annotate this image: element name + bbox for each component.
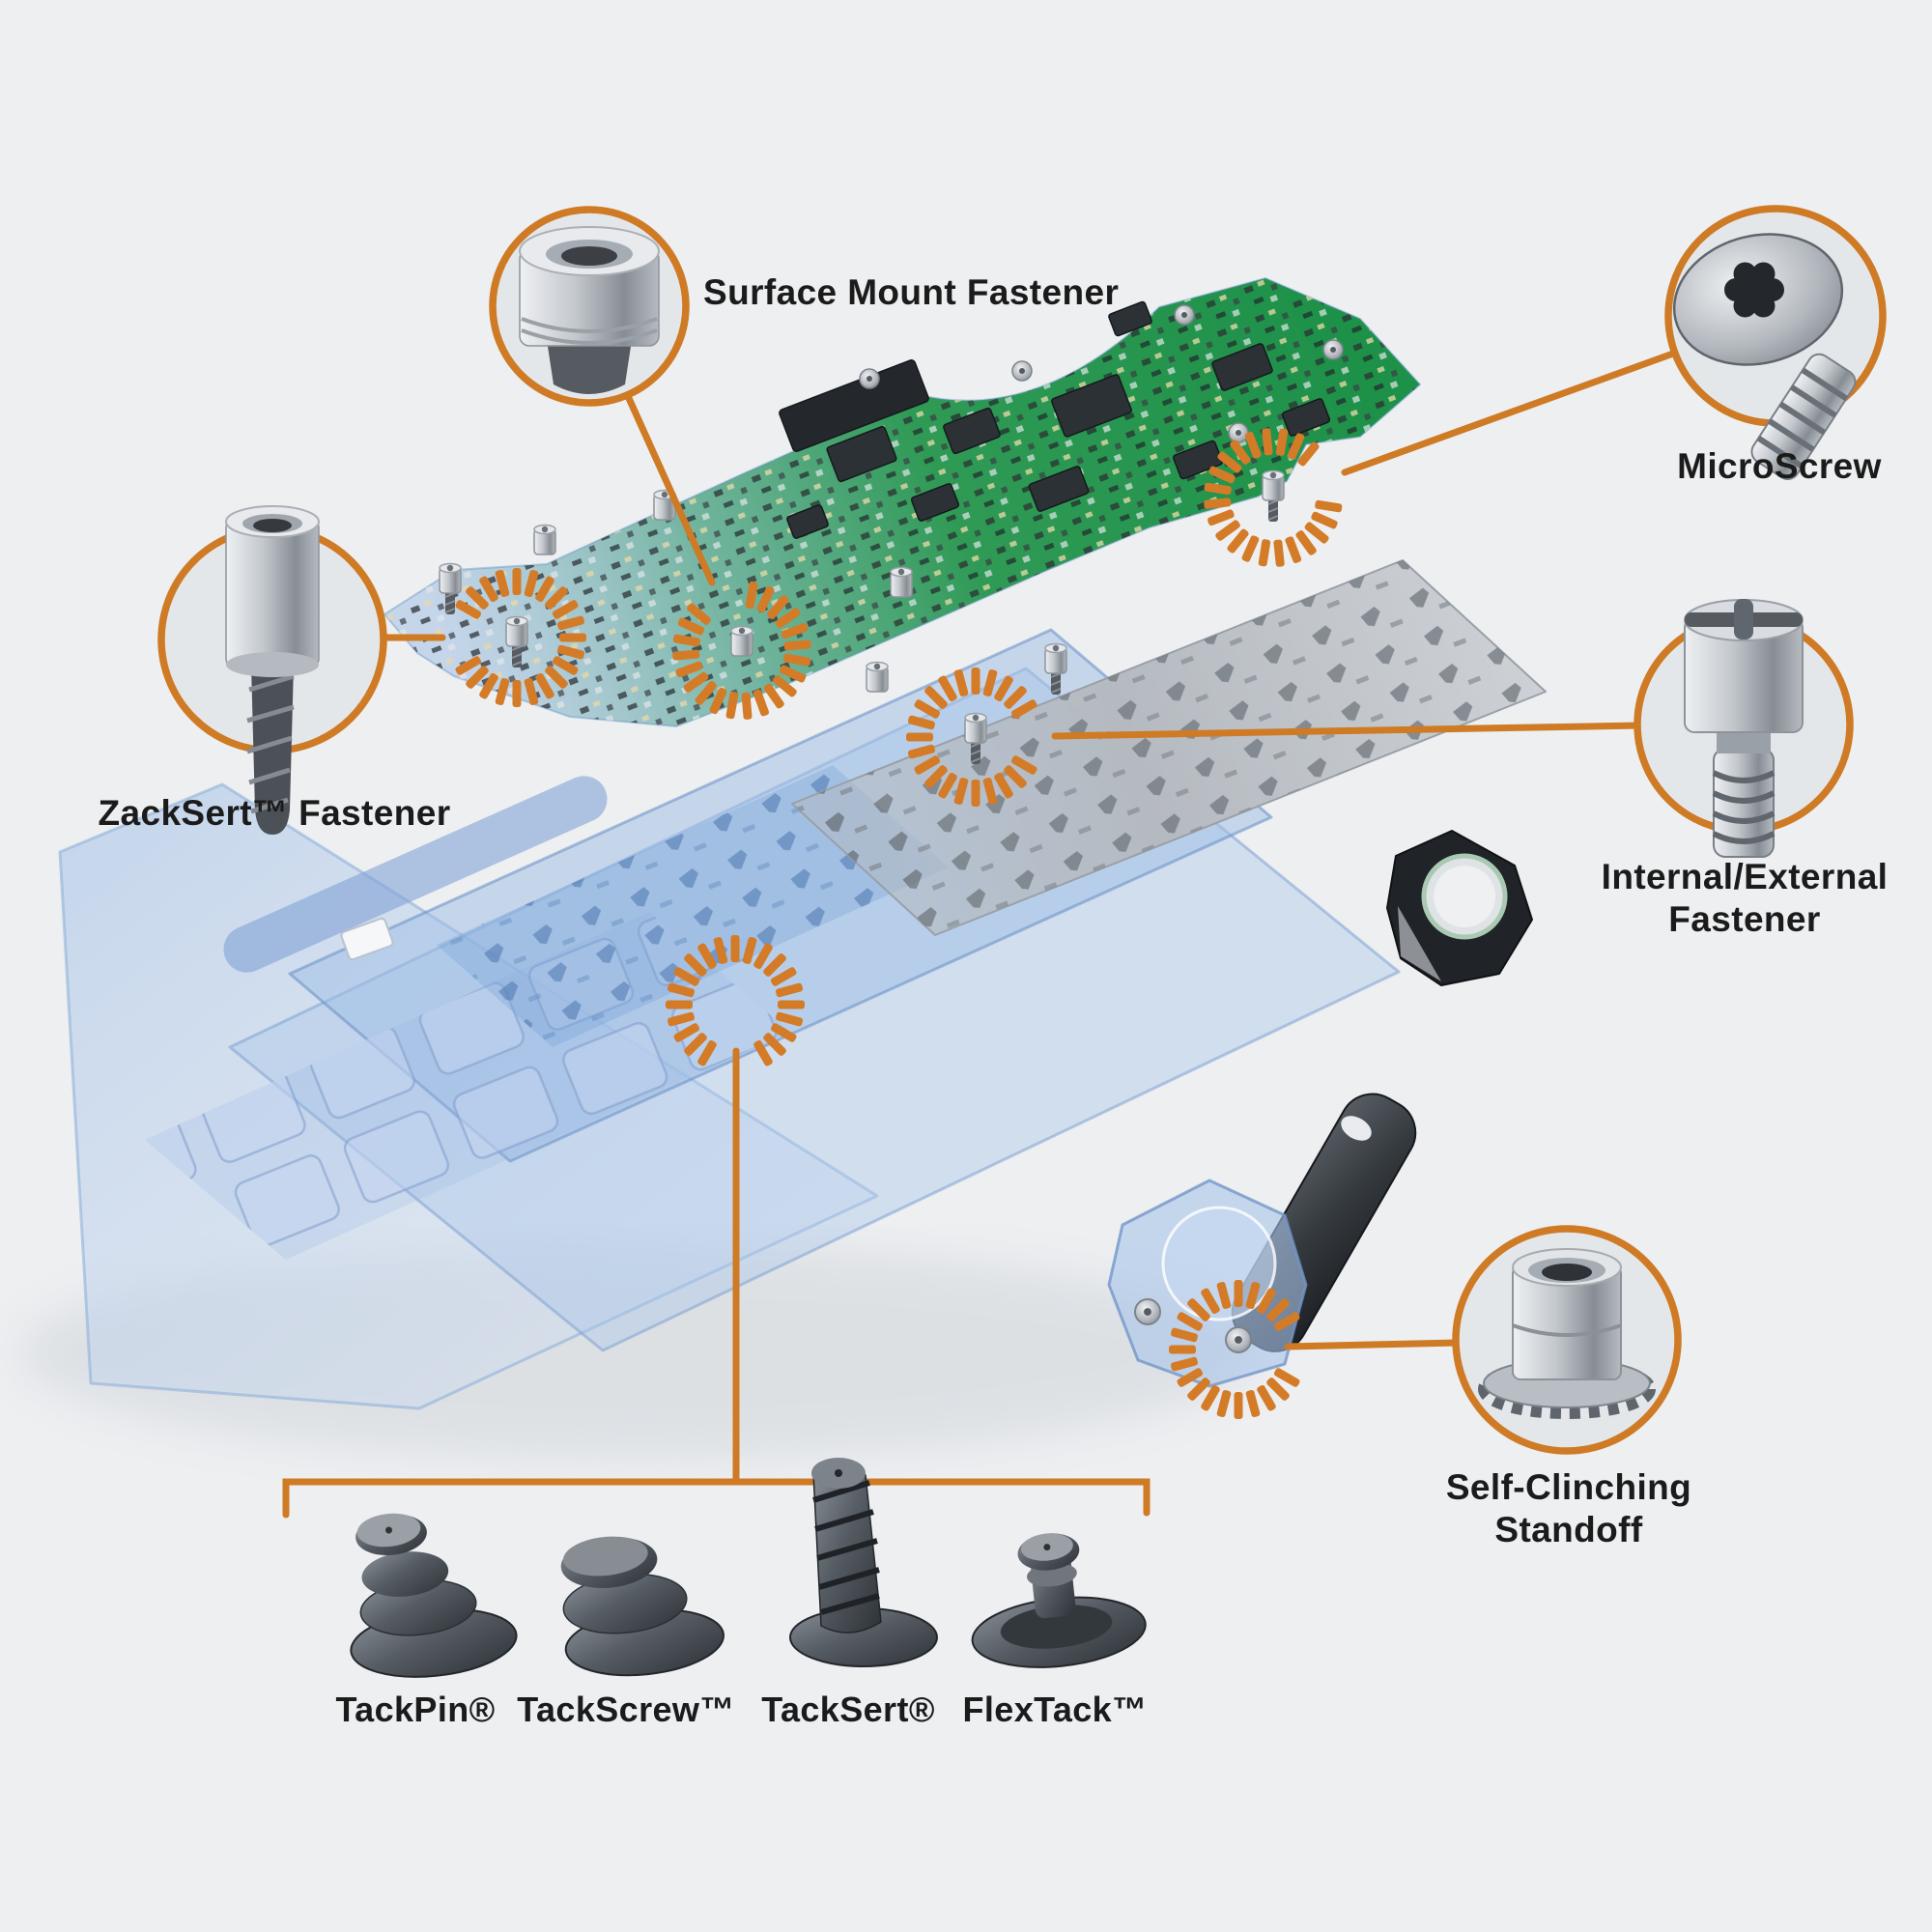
pcb-chips xyxy=(779,300,1331,539)
tacksert-icon xyxy=(789,1458,938,1667)
callout-line-surface-mount xyxy=(624,392,716,586)
label-internal-external-line2: Fastener xyxy=(1668,899,1821,940)
speaker-bracket xyxy=(1386,830,1533,986)
label-flextack: FlexTack™ xyxy=(962,1690,1148,1729)
bracket-screw xyxy=(1134,1298,1161,1325)
callout-line-internal-external xyxy=(1051,722,1643,740)
pcb-components-texture xyxy=(384,278,1420,726)
keyboard-well-hooks xyxy=(437,765,949,1047)
tackpin-icon xyxy=(350,1513,518,1678)
arm-hole xyxy=(1341,1116,1372,1141)
label-self-clinching-line2: Standoff xyxy=(1494,1510,1643,1550)
surface-mount-fastener-icon xyxy=(519,226,660,394)
label-tackscrew: TackScrew™ xyxy=(517,1690,735,1729)
zacksert-fastener-icon xyxy=(225,505,320,835)
label-tacksert: TackSert® xyxy=(761,1690,935,1729)
label-zacksert-fastener: ZackSert™ Fastener xyxy=(98,793,451,833)
label-internal-external-line1: Internal/External xyxy=(1601,857,1889,896)
self-clinching-standoff-icon xyxy=(1478,1248,1656,1419)
tackscrew-icon xyxy=(560,1536,724,1677)
label-internal-external-fastener: Internal/External Fastener xyxy=(1602,856,1889,942)
callout-lines xyxy=(282,350,1677,1519)
flextack-icon xyxy=(971,1533,1147,1668)
torx-recess xyxy=(1724,262,1784,318)
keyboard-metal-plate xyxy=(791,559,1547,936)
microscrew-icon xyxy=(1672,233,1857,480)
hinge-bar xyxy=(223,776,608,973)
tack-family-bracket xyxy=(282,1478,1151,1519)
blue-bracket xyxy=(1107,1179,1308,1388)
bracket-screw xyxy=(1225,1326,1252,1353)
internal-external-fastener-icon xyxy=(1684,599,1804,858)
plate-standoff xyxy=(866,661,889,693)
callout-line-microscrew xyxy=(1341,350,1677,476)
label-surface-mount-fastener: Surface Mount Fastener xyxy=(703,272,1120,312)
hinge-arm-assembly xyxy=(1107,1093,1417,1388)
label-microscrew: MicroScrew xyxy=(1677,446,1882,486)
label-tackpin: TackPin® xyxy=(335,1690,496,1729)
label-self-clinching-standoff: Self-Clinching Standoff xyxy=(1446,1466,1691,1552)
connector-block xyxy=(340,917,394,961)
label-self-clinching-line1: Self-Clinching xyxy=(1445,1467,1692,1507)
callout-line-self-clinching xyxy=(1284,1339,1462,1350)
motherboard-pcb xyxy=(384,277,1421,727)
